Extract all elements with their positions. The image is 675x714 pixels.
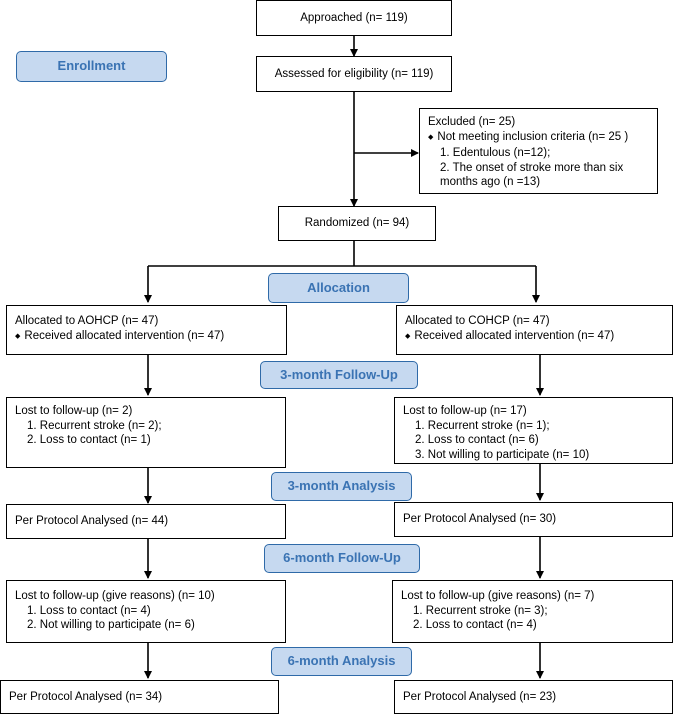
left-lost3-title: Lost to follow-up (n= 2) xyxy=(15,405,133,417)
left-allocated-text: Allocated to AOHCP (n= 47) xyxy=(15,315,159,327)
stage-6month-analysis: 6-month Analysis xyxy=(271,647,412,676)
excluded-title: Excluded (n= 25) xyxy=(428,116,516,128)
right-analysed3-text: Per Protocol Analysed (n= 30) xyxy=(403,513,557,525)
right-analysed3-box: Per Protocol Analysed (n= 30) xyxy=(394,502,673,537)
randomized-text: Randomized (n= 94) xyxy=(304,217,410,229)
right-received-text: Received allocated intervention (n= 47) xyxy=(405,329,664,346)
right-lost3-item: 2. Loss to contact (n= 6) xyxy=(415,434,539,446)
right-lost6-item: 1. Recurrent stroke (n= 3); xyxy=(413,604,548,617)
left-lost6-box: Lost to follow-up (give reasons) (n= 10)… xyxy=(6,580,286,643)
right-lost3-item: 1. Recurrent stroke (n= 1); xyxy=(415,419,550,432)
left-lost3-item: 1. Recurrent stroke (n= 2); xyxy=(27,419,162,432)
stage-3month-followup: 3-month Follow-Up xyxy=(260,361,418,389)
right-allocated-box: Allocated to COHCP (n= 47) Received allo… xyxy=(396,305,673,355)
excluded-bullet: Not meeting inclusion criteria (n= 25 ) xyxy=(428,130,649,147)
right-allocated-text: Allocated to COHCP (n= 47) xyxy=(405,315,550,327)
right-lost3-title: Lost to follow-up (n= 17) xyxy=(403,405,527,417)
right-analysed6-text: Per Protocol Analysed (n= 23) xyxy=(403,691,557,703)
left-received-text: Received allocated intervention (n= 47) xyxy=(15,329,278,346)
right-analysed6-box: Per Protocol Analysed (n= 23) xyxy=(394,680,673,714)
right-lost6-item: 2. Loss to contact (n= 4) xyxy=(413,619,537,631)
right-lost6-title: Lost to follow-up (give reasons) (n= 7) xyxy=(401,590,595,602)
left-lost6-item: 2. Not willing to participate (n= 6) xyxy=(27,619,195,631)
right-lost3-box: Lost to follow-up (n= 17) 1. Recurrent s… xyxy=(394,397,673,464)
excluded-item: months ago (n =13) xyxy=(440,176,541,188)
approached-box: Approached (n= 119) xyxy=(256,0,452,36)
left-analysed6-box: Per Protocol Analysed (n= 34) xyxy=(0,680,279,714)
left-lost6-item: 1. Loss to contact (n= 4) xyxy=(27,604,151,617)
left-analysed6-text: Per Protocol Analysed (n= 34) xyxy=(9,691,163,703)
assessed-box: Assessed for eligibility (n= 119) xyxy=(256,56,452,92)
excluded-box: Excluded (n= 25) Not meeting inclusion c… xyxy=(419,108,658,194)
left-allocated-box: Allocated to AOHCP (n= 47) Received allo… xyxy=(6,305,287,355)
left-analysed3-text: Per Protocol Analysed (n= 44) xyxy=(15,515,169,527)
excluded-item: 1. Edentulous (n=12); xyxy=(440,147,551,159)
right-lost3-item: 3. Not willing to participate (n= 10) xyxy=(415,448,590,461)
left-analysed3-box: Per Protocol Analysed (n= 44) xyxy=(6,504,286,539)
stage-3month-analysis: 3-month Analysis xyxy=(271,472,412,501)
approached-text: Approached (n= 119) xyxy=(300,12,408,24)
stage-allocation: Allocation xyxy=(268,273,409,303)
stage-6month-followup: 6-month Follow-Up xyxy=(264,544,420,573)
right-lost6-box: Lost to follow-up (give reasons) (n= 7) … xyxy=(392,580,673,643)
left-lost3-item: 2. Loss to contact (n= 1) xyxy=(27,434,151,446)
stage-enrollment: Enrollment xyxy=(16,51,167,82)
left-lost3-box: Lost to follow-up (n= 2) 1. Recurrent st… xyxy=(6,397,286,468)
randomized-box: Randomized (n= 94) xyxy=(278,206,436,241)
left-lost6-title: Lost to follow-up (give reasons) (n= 10) xyxy=(15,590,215,602)
excluded-item: 2. The onset of stroke more than six xyxy=(440,161,624,174)
assessed-text: Assessed for eligibility (n= 119) xyxy=(274,68,434,80)
